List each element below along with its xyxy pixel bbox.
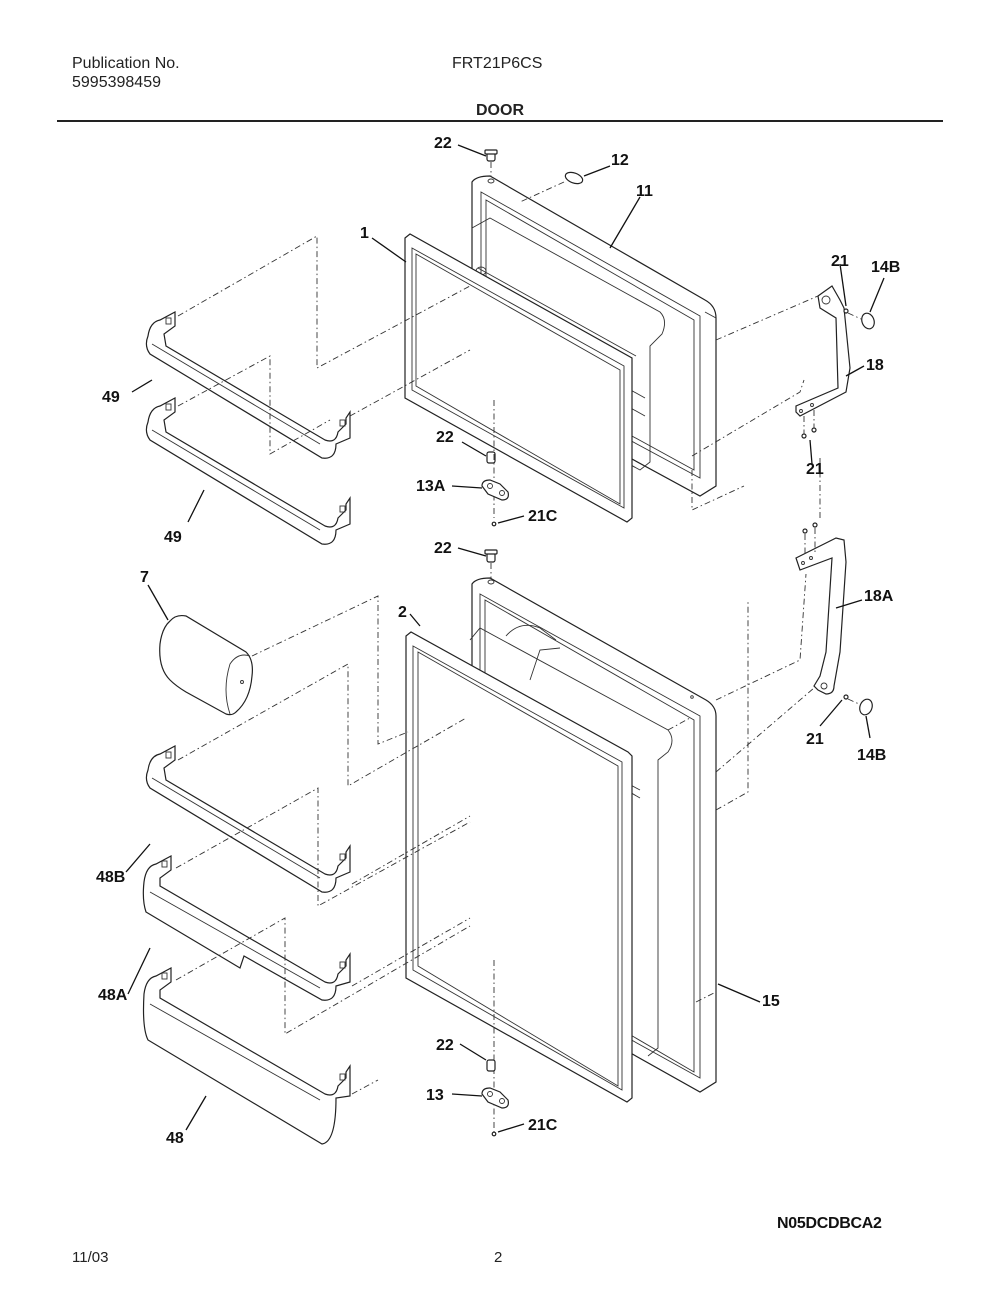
hinge-pin-22-top[interactable] (484, 149, 498, 162)
screw-21-upper[interactable] (843, 308, 849, 314)
publication-number: 5995398459 (72, 74, 161, 91)
freezer-door-gasket-1[interactable] (404, 233, 633, 523)
callout-49-lower: 49 (164, 529, 182, 546)
model-number: FRT21P6CS (452, 55, 543, 72)
callout-13: 13 (426, 1087, 444, 1104)
callout-49-upper: 49 (102, 389, 120, 406)
hole-plug-14b-lower[interactable] (858, 697, 875, 716)
callout-48a: 48A (98, 987, 128, 1004)
callout-15: 15 (762, 993, 780, 1010)
callout-12: 12 (611, 152, 629, 169)
diagram-code: N05DCDBCA2 (777, 1215, 882, 1232)
door-bar-49-upper[interactable] (145, 311, 351, 459)
callout-21c-upper: 21C (528, 508, 558, 525)
screw-21c-lower[interactable] (491, 1131, 497, 1137)
hinge-pin-22-bottom[interactable] (486, 1059, 496, 1072)
hole-plug-12[interactable] (564, 170, 584, 186)
callout-21-mid: 21 (806, 461, 824, 478)
callout-18a: 18A (864, 588, 894, 605)
publication-label: Publication No. (72, 55, 180, 72)
callout-18: 18 (866, 357, 884, 374)
callout-48b: 48B (96, 869, 125, 886)
hole-plug-14b-upper[interactable] (860, 311, 877, 330)
door-bar-48a[interactable] (142, 855, 351, 1001)
door-bar-48b[interactable] (145, 745, 351, 893)
screw-21c-upper[interactable] (491, 521, 497, 527)
callout-11: 11 (636, 183, 653, 200)
screws-21-upper-18a[interactable] (802, 522, 818, 534)
dairy-door-cover-7[interactable] (159, 614, 253, 716)
hinge-bracket-18a[interactable] (795, 537, 847, 695)
callout-22-lower-top: 22 (434, 540, 452, 557)
callout-48: 48 (166, 1130, 184, 1147)
hinge-pin-22-lower-top[interactable] (484, 549, 498, 563)
callout-1: 1 (360, 225, 369, 242)
door-bar-49-lower[interactable] (145, 397, 351, 545)
fresh-food-door-gasket-2[interactable] (405, 631, 633, 1103)
door-bar-48[interactable] (142, 967, 351, 1145)
callout-14b-lower: 14B (857, 747, 886, 764)
callout-2: 2 (398, 604, 407, 621)
callout-7: 7 (140, 569, 149, 586)
section-title: DOOR (476, 102, 524, 119)
hinge-pin-22-mid[interactable] (486, 451, 496, 464)
page-number: 2 (494, 1249, 503, 1266)
hinge-bracket-18[interactable] (795, 285, 851, 417)
callout-21-upper: 21 (831, 253, 849, 270)
callout-21-lower: 21 (806, 731, 824, 748)
callout-21c-lower: 21C (528, 1117, 558, 1134)
publication-date: 11/03 (72, 1249, 109, 1266)
callout-14b-upper: 14B (871, 259, 900, 276)
callout-13a: 13A (416, 478, 446, 495)
header-rule (57, 120, 943, 122)
callout-22-mid: 22 (436, 429, 454, 446)
callout-22-top: 22 (434, 135, 452, 152)
hinge-13[interactable] (481, 1087, 509, 1109)
callout-22-bottom: 22 (436, 1037, 454, 1054)
hinge-13a[interactable] (481, 479, 509, 501)
screw-21-lower[interactable] (843, 694, 849, 700)
